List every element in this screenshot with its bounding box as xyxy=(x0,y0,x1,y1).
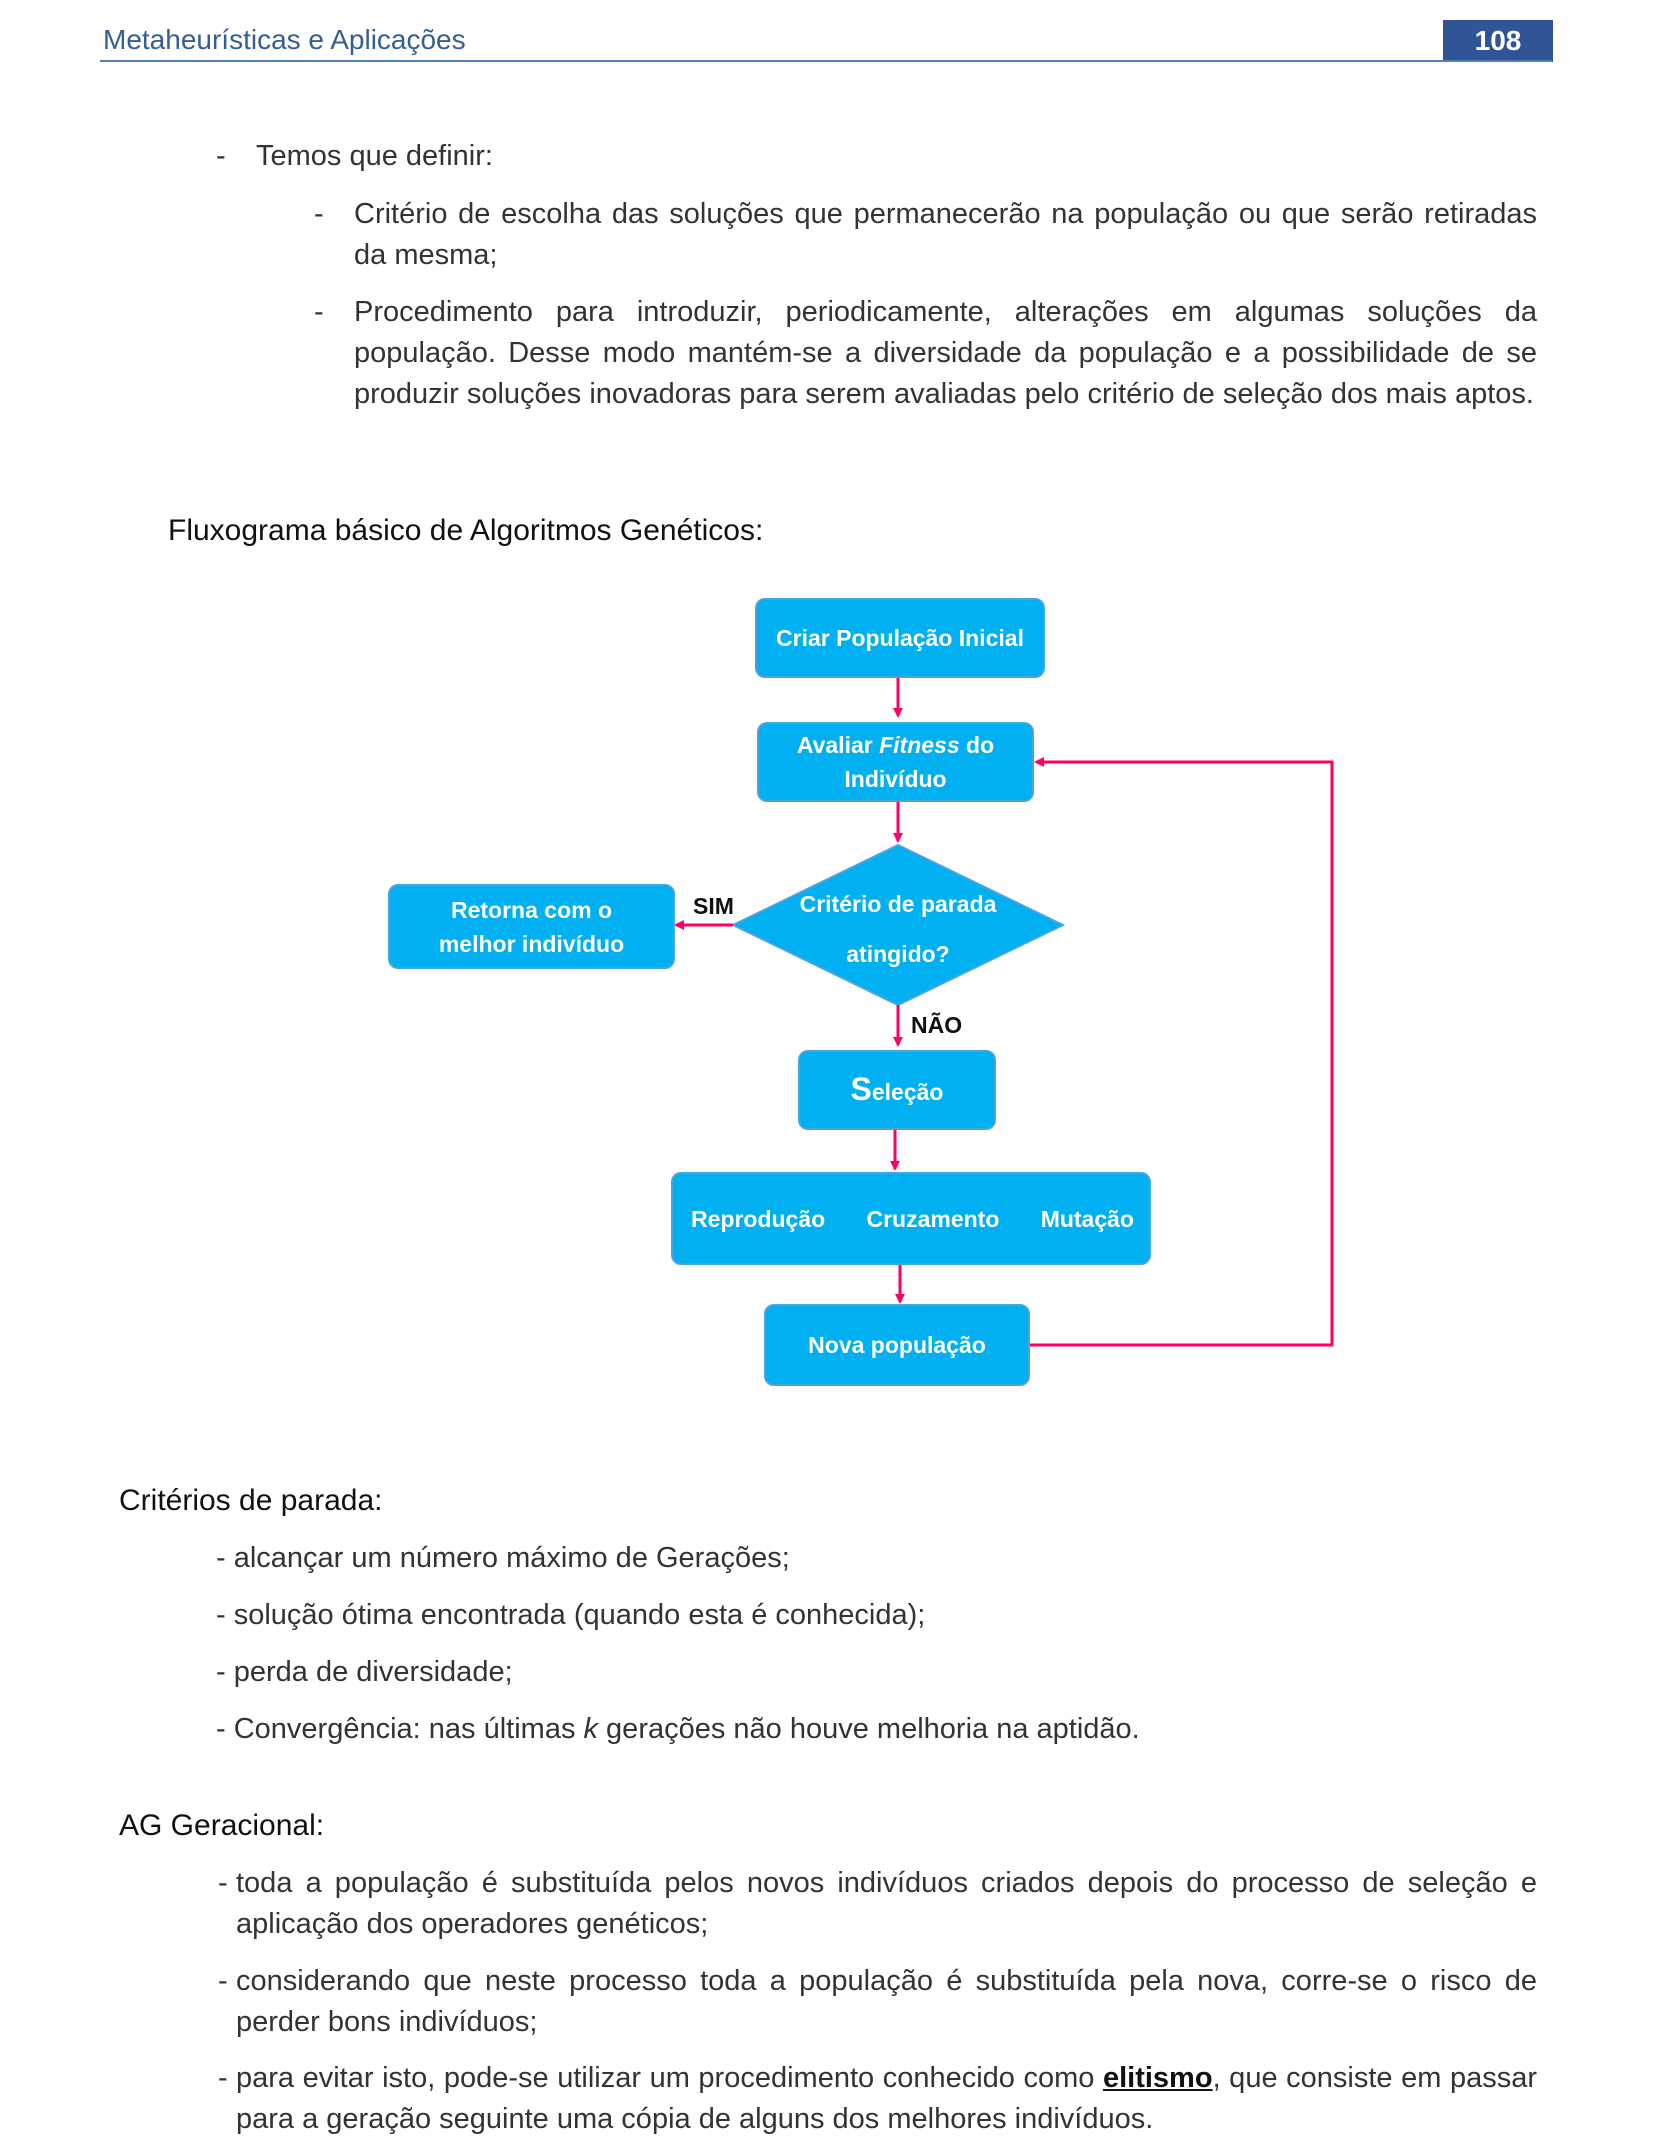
return-line2: melhor indivíduo xyxy=(438,930,625,957)
arrow-loop-back xyxy=(1030,757,1334,1347)
intro-item-2: Procedimento para introduzir, periodicam… xyxy=(354,296,1537,410)
return-best-box: Retorna com o melhor indivíduo xyxy=(388,884,675,969)
evaluate-prefix: Avaliar xyxy=(796,732,880,758)
bullet-dash: - xyxy=(314,198,324,230)
new-population-label: Nova população xyxy=(808,1332,986,1358)
return-line1: Retorna com o xyxy=(450,896,613,923)
bullet-dash: - xyxy=(218,2062,228,2094)
no-label: NÃO xyxy=(911,1012,963,1038)
bullet-dash: - xyxy=(216,140,226,172)
decision-line1: Critério de parada xyxy=(799,891,997,917)
convergence-prefix: - Convergência: nas últimas xyxy=(216,1713,584,1745)
intro-item-1: Critério de escolha das soluções que per… xyxy=(354,198,1537,271)
convergence-suffix: gerações não houve melhoria na aptidão. xyxy=(598,1713,1140,1745)
op-mutation: Mutação xyxy=(1040,1205,1134,1232)
elitism-term: elitismo xyxy=(1102,2062,1213,2094)
ag-item-3: para evitar isto, pode-se utilizar um pr… xyxy=(236,2058,1537,2140)
new-population-box: Nova população xyxy=(764,1304,1030,1386)
elitism-suffix: , que consiste em passar para a geração … xyxy=(236,2062,1537,2135)
convergence-k: k xyxy=(583,1713,599,1745)
decision-line2: atingido? xyxy=(846,941,950,967)
ag-item-1: toda a população é substituída pelos nov… xyxy=(236,1867,1537,1940)
flowchart-heading: Fluxograma básico de Algoritmos Genético… xyxy=(168,514,764,547)
yes-label: SIM xyxy=(693,893,734,919)
decision-diamond xyxy=(730,843,1066,1007)
stop-criteria-item: - perda de diversidade; xyxy=(216,1656,513,1688)
ag-item-2: considerando que neste processo toda a p… xyxy=(236,1965,1537,2038)
header-divider xyxy=(100,60,1552,62)
evaluate-fitness-word: Fitness xyxy=(879,732,960,758)
create-population-box: Criar População Inicial xyxy=(755,598,1045,678)
op-reproduction: Reprodução xyxy=(691,1205,826,1232)
page-number: 108 xyxy=(1443,20,1553,62)
selection-initial: S xyxy=(850,1070,872,1107)
bullet-dash: - xyxy=(218,1867,228,1899)
evaluate-line2: Indivíduo xyxy=(844,766,947,792)
evaluate-fitness-box: Avaliar Fitness do Indivíduo xyxy=(757,722,1034,802)
header-title: Metaheurísticas e Aplicações xyxy=(103,24,466,55)
create-population-label: Criar População Inicial xyxy=(776,625,1024,651)
op-crossover: Cruzamento xyxy=(866,1205,1000,1232)
genetic-operators-box: Reprodução Cruzamento Mutação xyxy=(671,1172,1151,1265)
ag-geracional-heading: AG Geracional: xyxy=(119,1809,325,1842)
stop-criteria-item: - solução ótima encontrada (quando esta … xyxy=(216,1599,926,1631)
bullet-dash: - xyxy=(314,296,324,328)
stop-criteria-item: - alcançar um número máximo de Gerações; xyxy=(216,1542,790,1574)
selection-box: Seleção xyxy=(798,1050,996,1130)
intro-lead: Temos que definir: xyxy=(256,140,493,172)
stop-criteria-convergence: - Convergência: nas últimas k gerações n… xyxy=(216,1709,1140,1750)
bullet-dash: - xyxy=(218,1965,228,1997)
evaluate-suffix: do xyxy=(959,732,995,758)
selection-rest: eleção xyxy=(871,1078,944,1105)
elitism-prefix: para evitar isto, pode-se utilizar um pr… xyxy=(236,2062,1103,2094)
stop-criteria-heading: Critérios de parada: xyxy=(119,1484,383,1517)
